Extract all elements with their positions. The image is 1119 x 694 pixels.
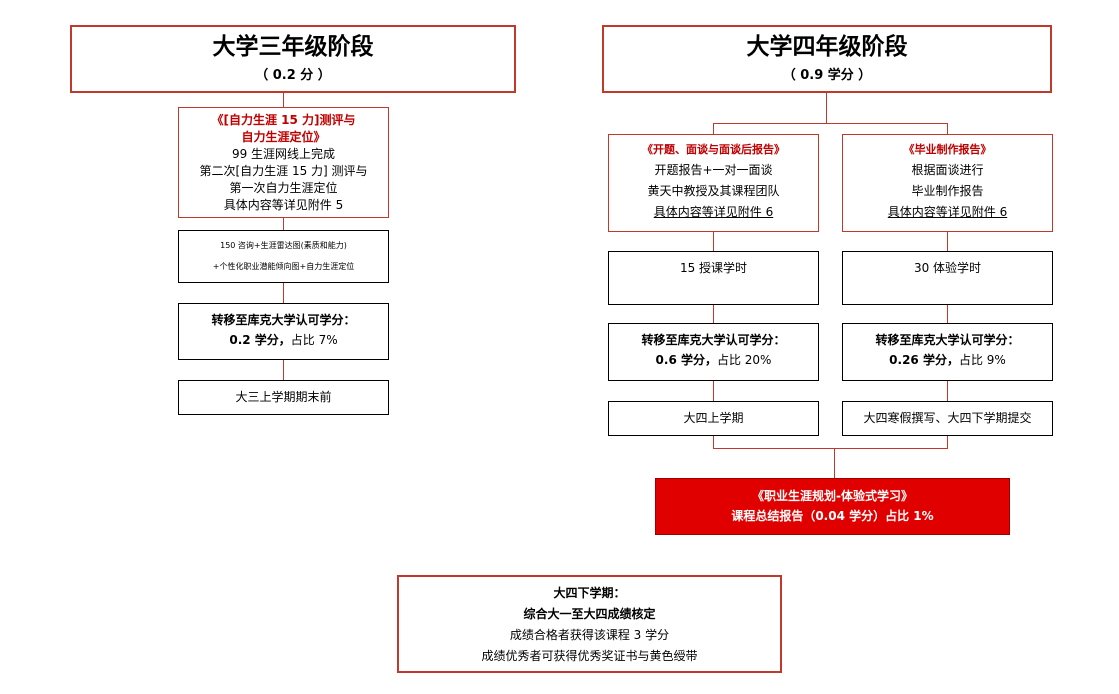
summary-line-2: 课程总结报告（0.04 学分）占比 1% (731, 509, 934, 523)
s3-transfer-value: 0.2 学分， (229, 333, 291, 347)
proposal-box: 《开题、面谈与面谈后报告》 开题报告+一对一面谈 黄天中教授及其课程团队 具体内… (608, 134, 819, 232)
stage3-credit: （ 0.2 分 ） (255, 68, 331, 83)
left-time-label: 大四上学期 (683, 411, 744, 425)
right-transfer-box: 转移至库克大学认可学分： 0.26 学分，占比 9% (842, 323, 1053, 381)
connector-right-down (947, 436, 948, 448)
final-box: 大四下学期： 综合大一至大四成绩核定 成绩合格者获得该课程 3 学分 成绩优秀者… (397, 575, 782, 673)
s3-transfer-ratio: 占比 7% (290, 333, 338, 347)
assessment-line-4: 具体内容等详见附件 5 (223, 198, 344, 212)
s3-transfer-box: 转移至库克大学认可学分： 0.2 学分，占比 7% (178, 303, 389, 360)
connector-right-3 (947, 381, 948, 401)
left-hours-label: 15 授课学时 (679, 261, 748, 275)
connector-stage4-branch (713, 123, 948, 124)
left-transfer-value: 0.6 学分， (655, 353, 717, 367)
graduation-box: 《毕业制作报告》 根据面谈进行 毕业制作报告 具体内容等详见附件 6 (842, 134, 1053, 232)
graduation-line-2: 毕业制作报告 (911, 184, 984, 198)
assessment-title-2: 自力生涯定位》 (241, 130, 326, 144)
final-line-3: 成绩合格者获得该课程 3 学分 (509, 628, 670, 642)
right-time-box: 大四寒假撰写、大四下学期提交 (842, 401, 1053, 436)
connector-right-2 (947, 305, 948, 323)
graduation-title: 《毕业制作报告》 (903, 143, 992, 156)
proposal-line-3: 具体内容等详见附件 6 (653, 205, 774, 219)
summary-line-1: 《职业生涯规划-体验式学习》 (752, 489, 913, 503)
right-hours-label: 30 体验学时 (913, 261, 982, 275)
connector-consult-to-transfer (283, 283, 284, 303)
left-transfer-value-row: 0.6 学分，占比 20% (609, 350, 818, 370)
s3-transfer-value-row: 0.2 学分，占比 7% (179, 330, 388, 350)
right-transfer-ratio: 占比 9% (958, 353, 1006, 367)
left-hours-box: 15 授课学时 (608, 251, 819, 305)
left-transfer-ratio: 占比 20% (716, 353, 772, 367)
connector-left-2 (713, 305, 714, 323)
stage4-title: 大学四年级阶段 (746, 33, 908, 60)
connector-assessment-to-consult (283, 218, 284, 230)
s3-transfer-title: 转移至库克大学认可学分： (211, 313, 356, 327)
proposal-line-2: 黄天中教授及其课程团队 (647, 184, 780, 198)
connector-merge (713, 448, 948, 449)
s3-time-label: 大三上学期期末前 (235, 390, 332, 404)
right-transfer-value-row: 0.26 学分，占比 9% (843, 350, 1052, 370)
final-line-4: 成绩优秀者可获得优秀奖证书与黄色绶带 (481, 649, 698, 663)
assessment-line-3: 第一次自力生涯定位 (229, 181, 338, 195)
connector-left-down (713, 436, 714, 448)
final-line-1: 大四下学期： (553, 586, 626, 600)
connector-right-1 (947, 232, 948, 251)
right-time-label: 大四寒假撰写、大四下学期提交 (863, 411, 1032, 425)
connector-stage4-left (713, 123, 714, 134)
connector-stage4-trunk (826, 93, 827, 123)
s3-time-box: 大三上学期期末前 (178, 380, 389, 415)
summary-box: 《职业生涯规划-体验式学习》 课程总结报告（0.04 学分）占比 1% (655, 478, 1010, 535)
right-transfer-title: 转移至库克大学认可学分： (875, 333, 1020, 347)
connector-merge-to-summary (834, 448, 835, 478)
graduation-line-1: 根据面谈进行 (911, 163, 984, 177)
stage3-header: 大学三年级阶段 （ 0.2 分 ） (70, 25, 516, 93)
proposal-title: 《开题、面谈与面谈后报告》 (642, 143, 785, 156)
connector-left-3 (713, 381, 714, 401)
assessment-line-2: 第二次[自力生涯 15 力] 测评与 (199, 164, 368, 178)
connector-stage3-to-assessment (283, 93, 284, 107)
assessment-box: 《[自力生涯 15 力]测评与 自力生涯定位》 99 生涯网线上完成 第二次[自… (178, 107, 389, 218)
connector-left-1 (713, 232, 714, 251)
stage3-title: 大学三年级阶段 (212, 33, 374, 60)
final-line-2: 综合大一至大四成绩核定 (523, 607, 656, 621)
proposal-line-1: 开题报告+一对一面谈 (654, 163, 773, 177)
stage4-credit: （ 0.9 学分 ） (782, 68, 872, 83)
stage4-header: 大学四年级阶段 （ 0.9 学分 ） (602, 25, 1052, 93)
left-time-box: 大四上学期 (608, 401, 819, 436)
right-hours-box: 30 体验学时 (842, 251, 1053, 305)
assessment-line-1: 99 生涯网线上完成 (231, 147, 336, 161)
left-transfer-box: 转移至库克大学认可学分： 0.6 学分，占比 20% (608, 323, 819, 381)
left-transfer-title: 转移至库克大学认可学分： (641, 333, 786, 347)
connector-transfer-to-time (283, 360, 284, 380)
right-transfer-value: 0.26 学分， (889, 353, 959, 367)
assessment-title-1: 《[自力生涯 15 力]测评与 (211, 113, 356, 127)
consult-box: 150 咨询+生涯雷达图(素质和能力) +个性化职业潜能倾向图+自力生涯定位 (178, 230, 389, 283)
consult-line-1: 150 咨询+生涯雷达图(素质和能力) (220, 241, 347, 250)
connector-stage4-right (947, 123, 948, 134)
graduation-line-3: 具体内容等详见附件 6 (887, 205, 1008, 219)
consult-line-2: +个性化职业潜能倾向图+自力生涯定位 (212, 262, 355, 271)
